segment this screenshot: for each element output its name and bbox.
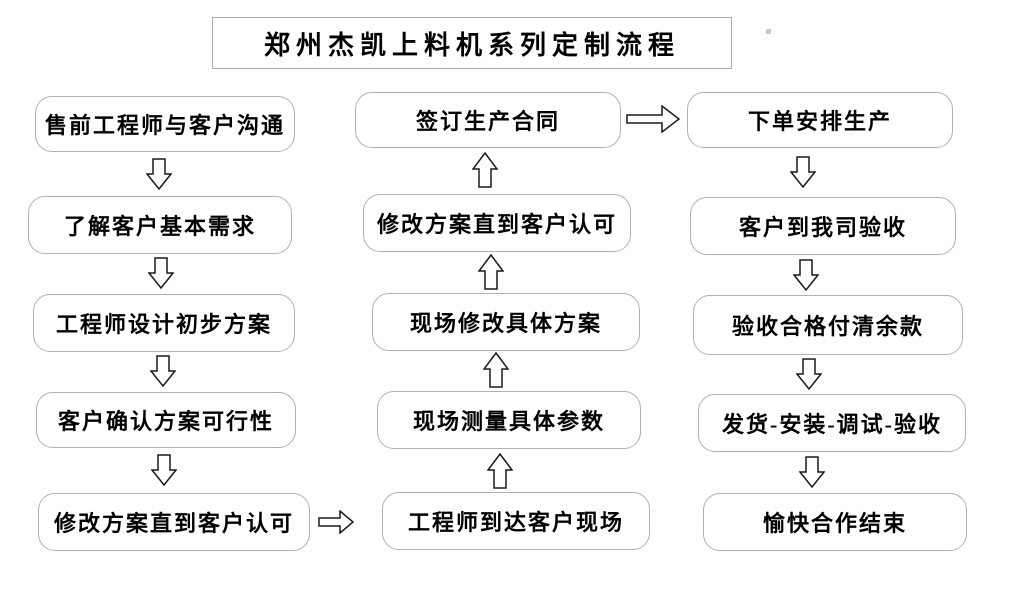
flow-step-delivery-install-debug-accept: 发货-安装-调试-验收 xyxy=(698,394,966,452)
flow-step-happy-cooperation-end: 愉快合作结束 xyxy=(703,493,967,551)
right-arrow-icon xyxy=(318,510,354,534)
up-arrow-icon xyxy=(483,352,509,388)
page-title: 郑州杰凯上料机系列定制流程 xyxy=(212,17,732,69)
down-arrow-icon xyxy=(796,358,822,390)
flow-step-revise-until-approved: 修改方案直到客户认可 xyxy=(38,493,310,551)
right-arrow-icon xyxy=(626,105,680,133)
flow-step-onsite-modify-plan: 现场修改具体方案 xyxy=(372,293,640,351)
down-arrow-icon xyxy=(793,259,819,291)
flow-step-customer-acceptance-visit: 客户到我司验收 xyxy=(690,197,956,255)
down-arrow-icon xyxy=(799,456,825,488)
flow-step-onsite-measure-params: 现场测量具体参数 xyxy=(377,391,641,449)
flow-step-understand-requirements: 了解客户基本需求 xyxy=(28,196,292,254)
down-arrow-icon xyxy=(790,156,816,188)
up-arrow-icon xyxy=(487,453,513,489)
flow-step-confirm-feasibility: 客户确认方案可行性 xyxy=(36,392,296,448)
selection-handle-dot xyxy=(766,29,771,34)
down-arrow-icon xyxy=(151,454,177,486)
flow-step-presale-communication: 售前工程师与客户沟通 xyxy=(35,96,295,152)
up-arrow-icon xyxy=(478,254,504,290)
flow-step-revise-onsite-until-approved: 修改方案直到客户认可 xyxy=(363,194,631,252)
flow-step-final-payment: 验收合格付清余款 xyxy=(693,295,963,355)
flow-step-sign-contract: 签订生产合同 xyxy=(355,92,621,148)
up-arrow-icon xyxy=(472,152,498,188)
flow-step-initial-design: 工程师设计初步方案 xyxy=(33,294,295,352)
down-arrow-icon xyxy=(150,355,176,387)
flow-step-place-order-production: 下单安排生产 xyxy=(687,92,953,148)
down-arrow-icon xyxy=(148,257,174,289)
flow-step-engineer-arrives-onsite: 工程师到达客户现场 xyxy=(382,492,650,550)
down-arrow-icon xyxy=(146,158,172,190)
